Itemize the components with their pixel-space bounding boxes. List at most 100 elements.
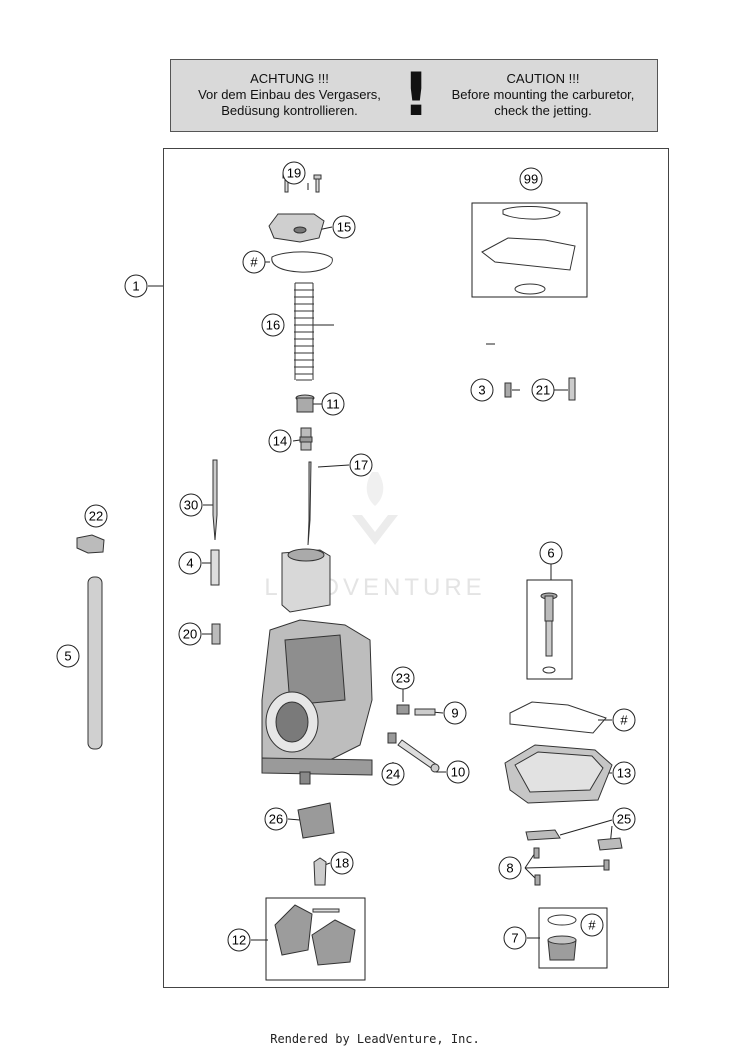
- warning-en-line2: check the jetting.: [494, 103, 592, 118]
- svg-text:9: 9: [451, 706, 458, 721]
- callout-30: 30: [179, 493, 203, 517]
- air-screw-9-art: [414, 708, 436, 716]
- callout-1: 1: [124, 274, 148, 298]
- callout-99: 99: [519, 167, 543, 191]
- callout-3: 3: [470, 378, 494, 402]
- screw-8a-art: [533, 847, 540, 859]
- svg-text:10: 10: [451, 765, 465, 780]
- throttle-stop-10-art: [397, 739, 438, 771]
- screw-8b-art: [534, 874, 541, 886]
- callout-16: 16: [261, 313, 285, 337]
- svg-text:1: 1: [132, 279, 139, 294]
- svg-text:7: 7: [511, 931, 518, 946]
- pilot-jet-art: [211, 623, 221, 645]
- svg-text:13: 13: [617, 766, 631, 781]
- svg-text:12: 12: [232, 933, 246, 948]
- jet-3-art: [504, 382, 512, 398]
- subassembly-boxes: [265, 202, 608, 981]
- callout-8: 8: [498, 856, 522, 880]
- callout-15: 15: [332, 215, 356, 239]
- caution-banner: ACHTUNG !!! Vor dem Einbau des Vergasers…: [170, 59, 658, 132]
- parts-art: [76, 173, 623, 966]
- callout-9: 9: [443, 701, 467, 725]
- callout-19: 19: [282, 161, 306, 185]
- svg-text:25: 25: [617, 812, 631, 827]
- callout-5: 5: [56, 644, 80, 668]
- float-box: [265, 897, 366, 981]
- assembly-frame: [163, 148, 669, 988]
- svg-text:5: 5: [64, 649, 71, 664]
- cover-gasket-art: [271, 251, 333, 273]
- hose-clip-art: [76, 534, 105, 554]
- needle-jet-30-art: [212, 459, 218, 541]
- svg-text:22: 22: [89, 509, 103, 524]
- svg-text:3: 3: [478, 383, 485, 398]
- callout-12: 12: [227, 928, 251, 952]
- svg-text:4: 4: [186, 556, 193, 571]
- callout-17: 17: [349, 453, 373, 477]
- svg-text:17: 17: [354, 458, 368, 473]
- svg-text:24: 24: [386, 767, 400, 782]
- svg-text:11: 11: [326, 397, 340, 412]
- svg-text:6: 6: [547, 546, 554, 561]
- warning-de-line2: Bedüsung kontrollieren.: [221, 103, 358, 118]
- callout-14: 14: [268, 429, 292, 453]
- vent-hose-art: [87, 576, 103, 750]
- screw-8c-art: [603, 859, 610, 871]
- svg-text:#: #: [250, 255, 258, 270]
- float-bowl-gasket-art: [509, 701, 607, 734]
- callout-13: 13: [612, 761, 636, 785]
- svg-text:26: 26: [269, 812, 283, 827]
- callout-25: 25: [612, 807, 636, 831]
- gasket-kit-box: [471, 202, 588, 298]
- callout-20: 20: [178, 622, 202, 646]
- jet-21-art: [568, 377, 576, 401]
- callout-6: 6: [539, 541, 563, 565]
- bracket-25a-art: [525, 829, 561, 841]
- callout-21: 21: [531, 378, 555, 402]
- callout-7: 7: [503, 926, 527, 950]
- callout-hash-plug: #: [580, 913, 604, 937]
- callout-hash-bowl: #: [612, 708, 636, 732]
- warning-en-title: CAUTION !!!: [506, 71, 580, 86]
- callout-18: 18: [330, 851, 354, 875]
- svg-text:20: 20: [183, 627, 197, 642]
- spring-24-art: [387, 732, 397, 744]
- callout-labels: 1 19 15 # 16 11 14 17 30 22 4 20 5 23 9 …: [56, 161, 636, 952]
- warning-de-line1: Vor dem Einbau des Vergasers,: [198, 87, 381, 102]
- bracket-25b-art: [597, 837, 623, 851]
- footer-credit: Rendered by LeadVenture, Inc.: [270, 1032, 480, 1046]
- slide-spring-art: [294, 282, 314, 381]
- svg-text:8: 8: [506, 861, 513, 876]
- choke-plunger-box: [526, 579, 573, 680]
- warning-english: CAUTION !!! Before mounting the carburet…: [433, 71, 653, 119]
- warning-en-line1: Before mounting the carburetor,: [451, 87, 635, 102]
- callout-hash-top: #: [242, 250, 266, 274]
- float-left-art: [274, 904, 313, 956]
- callout-26: 26: [264, 807, 288, 831]
- jet-needle-art: [307, 461, 312, 546]
- drain-plug-box: [538, 907, 608, 969]
- bracket-26-art: [297, 802, 335, 839]
- choke-plunger-art: [540, 592, 558, 674]
- float-right-art: [311, 919, 356, 966]
- svg-text:30: 30: [184, 498, 198, 513]
- svg-text:#: #: [588, 918, 596, 933]
- bowl-gasket-art: [481, 237, 576, 271]
- svg-text:23: 23: [396, 671, 410, 686]
- svg-text:18: 18: [335, 856, 349, 871]
- callout-4: 4: [178, 551, 202, 575]
- warning-de-title: ACHTUNG !!!: [250, 71, 329, 86]
- idle-screw-23-art: [396, 704, 410, 715]
- float-valve-art: [313, 857, 327, 886]
- callout-22: 22: [84, 504, 108, 528]
- svg-text:21: 21: [536, 383, 550, 398]
- warning-german: ACHTUNG !!! Vor dem Einbau des Vergasers…: [177, 71, 402, 119]
- svg-text:14: 14: [273, 434, 287, 449]
- svg-text:15: 15: [337, 220, 351, 235]
- needle-holder-art: [299, 427, 313, 451]
- svg-text:19: 19: [287, 166, 301, 181]
- throttle-slide-art: [281, 549, 331, 613]
- exclamation-icon: !: [402, 60, 430, 130]
